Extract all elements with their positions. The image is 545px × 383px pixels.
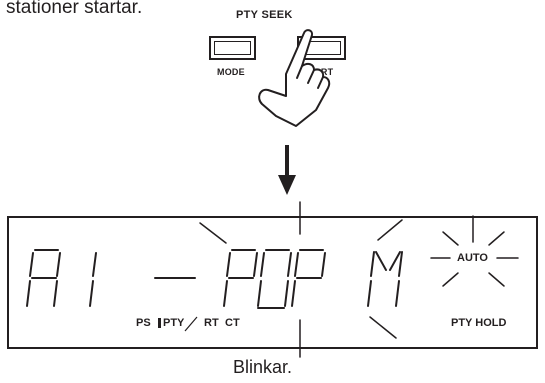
rt-indicator: RT (204, 317, 219, 329)
pty-seek-title: PTY SEEK (236, 9, 293, 21)
caption: Blinkar. (233, 357, 293, 377)
display-frame (7, 216, 538, 349)
arrow-down-icon (278, 145, 296, 195)
auto-blink-rays (430, 215, 519, 287)
mode-button[interactable] (209, 36, 256, 60)
blink-rays (199, 201, 403, 358)
intro-text: stationer startar. (6, 0, 143, 18)
segment-display-text (26, 249, 403, 309)
pty-indicator-marks (158, 316, 198, 332)
pointing-hand-icon (258, 29, 331, 127)
mode-button-label: MODE (217, 67, 245, 77)
auto-indicator: AUTO (457, 252, 488, 264)
pty-hold-indicator: PTY HOLD (451, 317, 507, 329)
pty-indicator: PTY (163, 317, 185, 329)
ps-indicator: PS (136, 317, 151, 329)
ct-indicator: CT (225, 317, 240, 329)
